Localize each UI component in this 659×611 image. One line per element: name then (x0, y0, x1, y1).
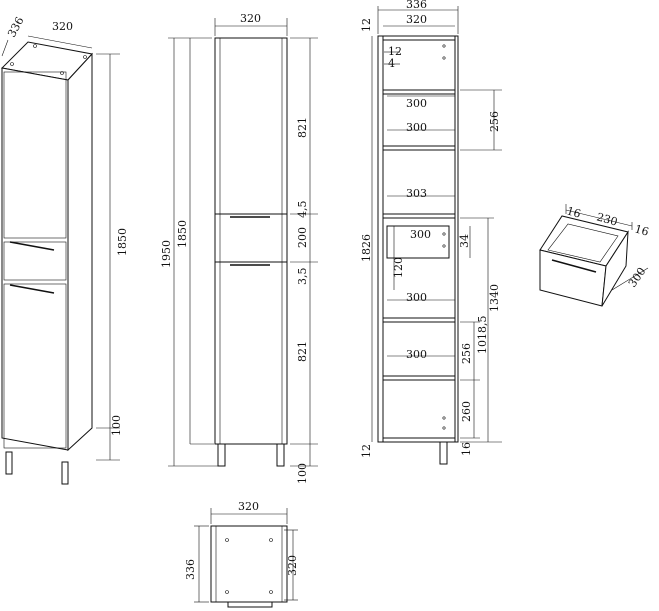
drawer-depth-label: 300 (626, 265, 649, 290)
front-upper-door-label: 821 (296, 117, 309, 138)
section-top-panel: 12 (360, 18, 373, 32)
section-view (371, 6, 502, 465)
front-gap2-label: 3,5 (296, 268, 309, 286)
isometric-view (0, 35, 120, 485)
drawer-side-left: 16 (565, 204, 582, 220)
lower-door (3, 283, 67, 449)
top-width-label: 320 (238, 500, 259, 513)
drawer-side-right: 16 (633, 222, 650, 238)
section-total-1826: 1826 (360, 234, 373, 262)
section-panel-12: 12 (388, 45, 402, 58)
section-bottom-16: 16 (460, 442, 473, 456)
section-shelf-300c: 300 (406, 291, 427, 304)
top-depth-label: 336 (184, 559, 197, 580)
section-panel-4: 4 (388, 57, 395, 70)
section-outer-width: 336 (406, 0, 427, 11)
front-width-label: 320 (240, 12, 261, 25)
upper-door (3, 71, 67, 239)
front-leg-label: 100 (296, 463, 309, 484)
iso-height-label: 1850 (116, 228, 129, 256)
section-space-260: 260 (460, 401, 473, 422)
section-drawer-34: 34 (458, 234, 471, 248)
section-shelf-2: 300 (406, 121, 427, 134)
drawer-view (539, 204, 649, 307)
front-total-label: 1950 (160, 240, 173, 268)
drawer-width-label: 230 (595, 210, 619, 228)
drawer-front (3, 241, 67, 281)
iso-width-label: 320 (52, 20, 73, 33)
section-dim-1018: 1018,5 (476, 316, 489, 355)
front-lower-door-label: 821 (296, 341, 309, 362)
top-inner-label: 320 (286, 555, 299, 576)
iso-leg-label: 100 (110, 415, 123, 436)
section-shelf-303: 303 (406, 187, 427, 200)
top-view (194, 508, 298, 608)
section-dim-1340: 1340 (488, 284, 501, 312)
section-bottom-12: 12 (360, 444, 373, 458)
section-drawer-120: 120 (392, 257, 405, 278)
section-space-256a: 256 (488, 111, 501, 132)
section-space-256b: 256 (460, 343, 473, 364)
section-shelf-300d: 300 (406, 348, 427, 361)
section-shelf-1: 300 (406, 97, 427, 110)
section-inner-width: 320 (406, 13, 427, 26)
iso-depth-label: 336 (5, 15, 26, 40)
section-drawer-300: 300 (410, 228, 431, 241)
front-body-label: 1850 (176, 220, 189, 248)
front-view (168, 18, 318, 467)
front-gap1-label: 4,5 (296, 201, 309, 219)
front-drawer-label: 200 (296, 227, 309, 248)
